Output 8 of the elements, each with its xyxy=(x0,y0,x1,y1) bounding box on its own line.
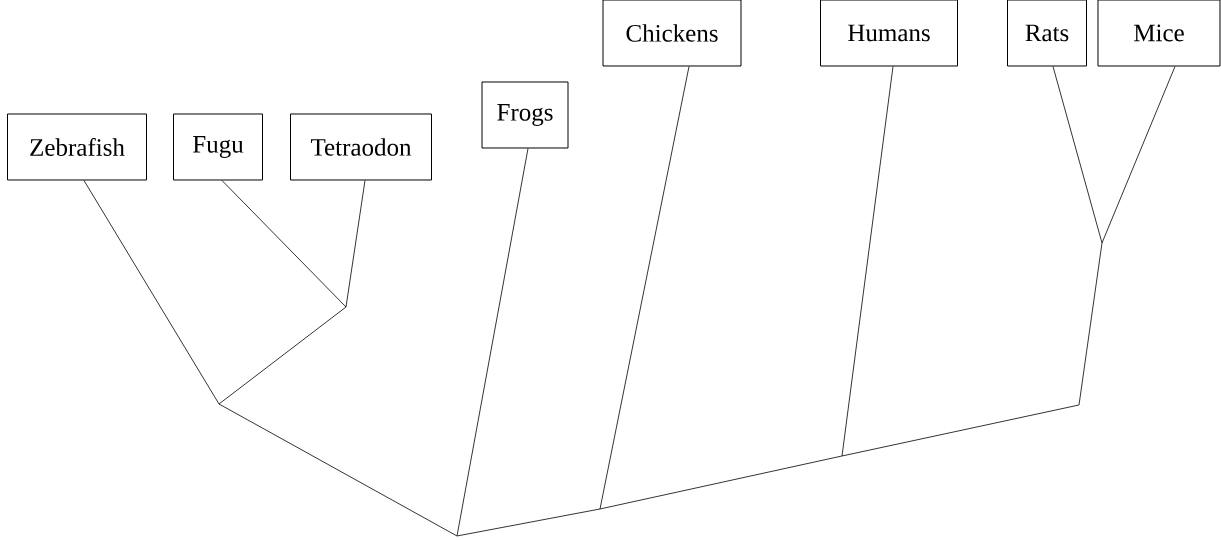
species-box: Rats xyxy=(1007,0,1087,67)
species-box: Frogs xyxy=(481,81,569,149)
species-box: Fugu xyxy=(173,113,263,181)
species-box: Zebrafish xyxy=(7,113,147,181)
species-box: Tetraodon xyxy=(290,113,432,181)
species-box: Mice xyxy=(1097,0,1221,67)
species-box: Humans xyxy=(820,0,958,67)
species-box: Chickens xyxy=(602,0,742,67)
